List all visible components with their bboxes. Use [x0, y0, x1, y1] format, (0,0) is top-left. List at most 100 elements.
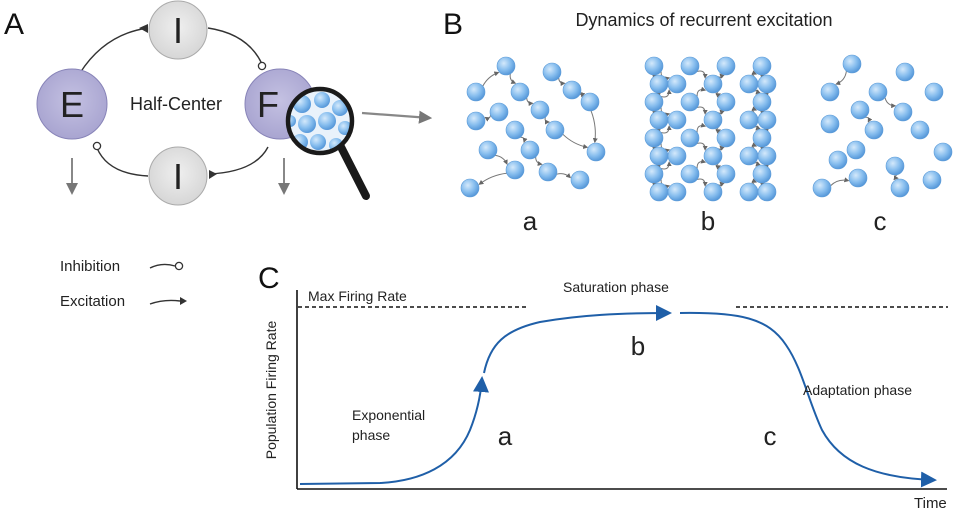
neuron — [828, 150, 848, 170]
neuron — [893, 102, 913, 122]
connection-arrow — [520, 136, 528, 143]
connection-arrow — [509, 73, 517, 84]
neuron — [466, 111, 486, 131]
network-adapted — [812, 54, 953, 198]
connection-arrow — [751, 178, 758, 186]
connection-arrow — [835, 71, 847, 86]
panel-label-b: B — [443, 8, 463, 41]
firing-rate-plot: Population Firing Rate Time Max Firing R… — [263, 279, 948, 512]
neuron — [757, 74, 777, 94]
connection-arrow — [696, 70, 708, 79]
zoom-arrow — [361, 110, 433, 124]
neuron — [842, 54, 862, 74]
connection-arrow — [562, 133, 589, 149]
neuron — [752, 164, 772, 184]
connection-arrow — [696, 122, 707, 133]
connection-arrow — [696, 158, 707, 169]
x-axis-label: Time — [914, 495, 947, 512]
neuron — [667, 110, 687, 130]
neuron — [922, 170, 942, 190]
neuron — [703, 146, 723, 166]
connection-arrow — [558, 77, 566, 87]
connection-arrow — [830, 177, 850, 186]
excitatory-node-e — [36, 68, 108, 140]
connection-arrow — [535, 156, 543, 166]
inhibition-terminal-top — [257, 61, 267, 71]
neuron — [739, 74, 759, 94]
panel-b-title: Dynamics of recurrent excitation — [575, 10, 832, 30]
connection-arrow — [696, 86, 707, 97]
connection-arrow — [544, 117, 550, 125]
network-label-c: c — [874, 206, 887, 236]
neuron — [580, 92, 600, 112]
neuron — [868, 82, 888, 102]
neuron — [895, 62, 915, 82]
connection-f-to-bottom-i — [208, 146, 269, 175]
neuron — [644, 128, 664, 148]
inhibitory-node-bottom-label: I — [173, 156, 183, 197]
neuron — [542, 62, 562, 82]
neuron — [466, 82, 486, 102]
neuron — [846, 140, 866, 160]
connection-arrow — [751, 142, 758, 150]
neuron — [752, 128, 772, 148]
neuron — [649, 182, 669, 202]
connection-arrow — [718, 181, 725, 187]
y-axis-label: Population Firing Rate — [263, 321, 279, 460]
connection-top-i-to-f — [207, 27, 263, 65]
neuron — [850, 100, 870, 120]
neuron — [545, 120, 565, 140]
connection-arrow — [556, 173, 572, 179]
neuron — [649, 74, 669, 94]
neuron — [716, 164, 736, 184]
neuron — [739, 146, 759, 166]
connection-arrow — [754, 161, 761, 167]
network-label-b: b — [701, 206, 715, 236]
neuron — [757, 182, 777, 202]
neuron — [703, 74, 723, 94]
neuron — [820, 114, 840, 134]
legend: Inhibition Excitation — [60, 258, 187, 310]
panel-label-a: A — [4, 8, 24, 41]
neuron — [496, 56, 516, 76]
magnifier-icon — [285, 86, 370, 200]
legend-inhibition-symbol — [149, 263, 176, 269]
neuron — [680, 128, 700, 148]
connection-arrow — [590, 110, 598, 144]
neuron — [510, 82, 530, 102]
connection-arrow — [718, 109, 725, 115]
neuron — [505, 120, 525, 140]
neuron — [885, 156, 905, 176]
max-rate-label: Max Firing Rate — [308, 288, 407, 304]
neuron — [933, 142, 953, 162]
connection-arrow — [715, 126, 722, 134]
phase-label-adaptation: Adaptation phase — [803, 382, 912, 398]
neuron — [716, 92, 736, 112]
phase-label-exponential-2: phase — [352, 427, 390, 443]
phase-letter-c: c — [764, 421, 777, 451]
neuron — [848, 168, 868, 188]
neuron — [812, 178, 832, 198]
connection-arrow — [495, 154, 508, 165]
phase-label-saturation: Saturation phase — [563, 279, 669, 295]
connections — [830, 71, 899, 186]
phase-label-exponential-1: Exponential — [352, 407, 425, 423]
excitatory-node-f-label: F — [257, 84, 279, 125]
neuron — [924, 82, 944, 102]
connection-arrow — [660, 125, 672, 134]
connection-bottom-i-to-e — [96, 147, 149, 177]
connection-arrow — [715, 90, 722, 98]
neuron — [649, 110, 669, 130]
connection-arrow — [526, 97, 534, 107]
connection-e-to-top-i — [79, 27, 149, 74]
inhibition-terminal-bottom — [92, 141, 102, 151]
connection-arrow — [884, 97, 897, 109]
neuron — [489, 102, 509, 122]
neuron — [820, 82, 840, 102]
panel-label-c: C — [258, 262, 280, 295]
neuron — [716, 56, 736, 76]
neuron — [570, 170, 590, 190]
connection-arrow — [660, 89, 672, 98]
neuron — [644, 92, 664, 112]
